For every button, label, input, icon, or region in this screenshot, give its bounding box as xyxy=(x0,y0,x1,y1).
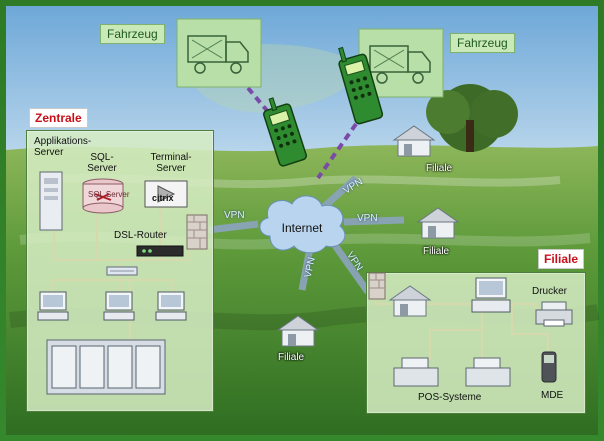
pos-label: POS-Systeme xyxy=(418,392,482,403)
mobile-device-icon xyxy=(263,97,307,167)
application-server-label: Applikations- Server xyxy=(34,136,92,158)
sql-server-icon xyxy=(82,178,124,214)
branch-title: Filiale xyxy=(538,249,585,269)
vpn-label-hq: VPN xyxy=(224,210,245,221)
mde-label: MDE xyxy=(541,390,564,401)
citrix-logo-icon xyxy=(144,180,188,208)
branch-label-north: Filiale xyxy=(426,163,453,174)
vpn-label-east: VPN xyxy=(357,213,378,224)
branch-label-east: Filiale xyxy=(423,246,450,257)
internet-label: Internet xyxy=(281,221,323,235)
vehicle-label-left: Fahrzeug xyxy=(100,24,165,44)
pos-terminal-icon xyxy=(393,357,439,387)
firewall-icon xyxy=(186,214,208,250)
switch-icon xyxy=(106,266,138,276)
internet-cloud-icon xyxy=(259,195,346,254)
terminal-server-label: Terminal- Server xyxy=(150,152,192,174)
citrix-logo-text: citrix xyxy=(152,193,174,203)
branch-computer-icon xyxy=(471,277,511,313)
vehicle-label-right: Fahrzeug xyxy=(450,33,515,53)
branch-label-south: Filiale xyxy=(278,352,305,363)
workstation-icon xyxy=(103,291,135,321)
router-icon xyxy=(136,245,184,257)
truck-icon xyxy=(176,18,262,88)
branch-house-icon xyxy=(392,125,436,157)
branch-house-icon xyxy=(276,315,320,347)
pos-terminal-icon xyxy=(465,357,511,387)
sql-server-label: SQL- Server xyxy=(87,152,117,174)
headquarters-label: Zentrale xyxy=(29,108,88,128)
branch-house-icon xyxy=(416,207,460,239)
branch-house-icon xyxy=(388,285,432,317)
printer-icon xyxy=(535,301,573,327)
mde-device-icon xyxy=(541,351,557,383)
workstation-icon xyxy=(155,291,187,321)
server-tower-icon xyxy=(39,171,63,231)
server-rack-icon xyxy=(46,339,166,395)
printer-label: Drucker xyxy=(532,286,568,297)
sql-logo-text: SQL Server xyxy=(88,190,130,199)
dsl-router-label: DSL-Router xyxy=(114,230,167,241)
mobile-device-icon xyxy=(338,46,384,125)
branch-firewall-icon xyxy=(368,272,386,300)
workstation-icon xyxy=(37,291,69,321)
